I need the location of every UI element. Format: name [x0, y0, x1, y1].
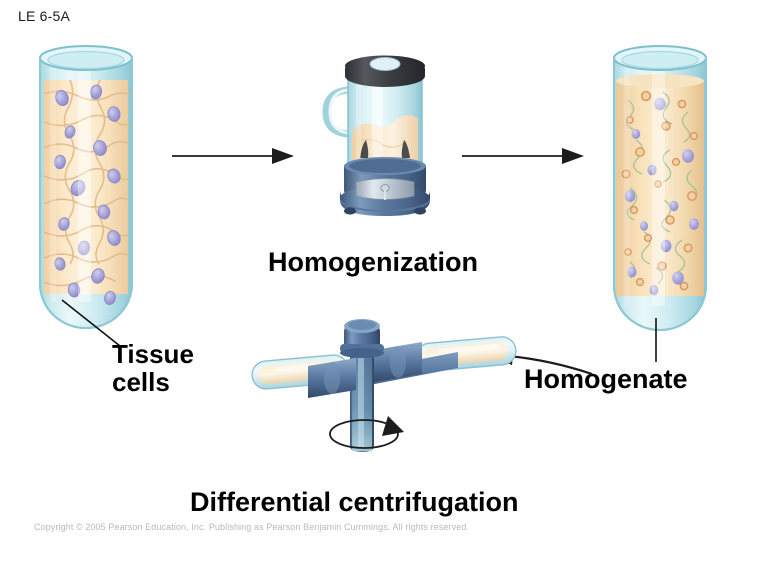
cell-nuclei: [54, 84, 121, 305]
centrifuge-rotor: [246, 306, 522, 471]
tissue-cell-mass: [43, 66, 131, 305]
label-homogenate: Homogenate: [524, 364, 688, 394]
blender-lid-cap: [369, 57, 401, 71]
rotation-arrow-icon: [329, 416, 404, 449]
label-tissue-cells: Tissue cells: [112, 339, 194, 398]
arrow-right-icon-2: [462, 148, 584, 164]
figure-id: LE 6-5A: [18, 8, 70, 24]
copyright-notice: Copyright © 2005 Pearson Education, Inc.…: [34, 522, 470, 532]
organelles-orange: [621, 90, 699, 291]
organelles-purple: [624, 97, 699, 296]
label-homogenization: Homogenization: [268, 247, 478, 277]
leader-line-homogenate: [655, 318, 657, 362]
homogenate-test-tube: [600, 34, 720, 334]
leader-line-tissue-cells: [61, 299, 121, 347]
arrow-right-icon-1: [172, 148, 294, 164]
homogenate-fluid: [616, 66, 704, 306]
label-differential-centrifugation: Differential centrifugation: [190, 487, 519, 517]
tissue-cells-test-tube: [26, 36, 146, 331]
blender-contents: [352, 78, 418, 168]
blender: [312, 48, 462, 228]
